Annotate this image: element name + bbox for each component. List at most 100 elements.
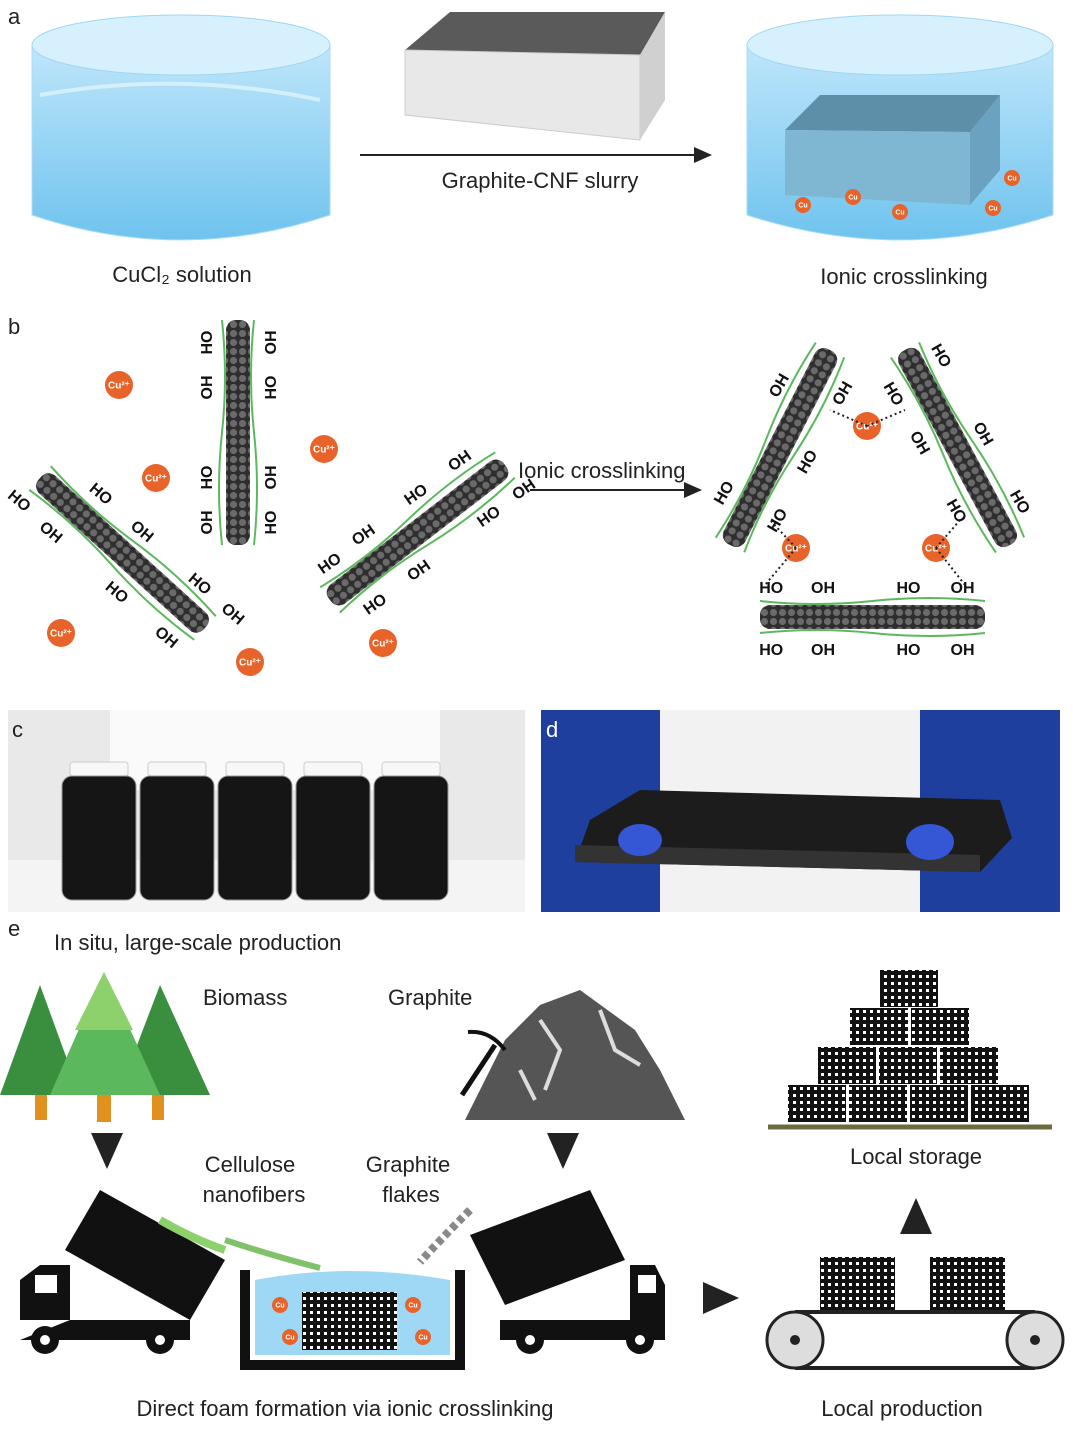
slurry-jar [139,761,215,901]
slurry-jar [61,761,137,901]
graphite-cnf-rod [714,342,846,553]
panel-label-a: a [8,4,21,29]
cu-ion: Cu [795,197,811,213]
cu-ion: Cu [282,1329,298,1345]
cu-ion: Cu [892,204,908,220]
ho-label: HO [897,580,921,597]
graphite-cnf-rod [890,342,1026,554]
foam-block [879,1047,937,1084]
cu-ion: Cu²⁺ [310,435,338,463]
ho-label: HO [263,511,280,535]
production-label: Local production [821,1396,982,1421]
cu-label: Cu²⁺ [50,628,72,639]
graphite-stream [417,1207,473,1265]
panel-label-d: d [546,717,558,742]
cu-label: Cu [408,1302,417,1309]
crosslinking-label: Ionic crosslinking [820,264,988,289]
truck-right-icon [470,1190,665,1354]
panel-label-c: c [12,717,23,742]
graphite-label: Graphite [388,985,472,1010]
oh-label: OH [811,642,835,659]
coordination-bond [769,519,797,549]
ho-label: HO [199,466,216,490]
oh-label: OH [766,371,793,400]
cu-ion: Cu²⁺ [369,629,397,657]
cu-label: Cu [1007,175,1016,182]
foam-block [910,1085,968,1122]
panel-e: In situ, large-scale production Biomass … [0,930,1065,1421]
foam-block [820,1257,895,1310]
cu-label: Cu [988,205,997,212]
ho-label: HO [402,481,431,509]
oh-label: OH [218,600,247,628]
truck-left-icon [20,1190,227,1354]
oh-label: OH [951,642,975,659]
ho-label: HO [765,506,792,535]
foam-block [911,1008,969,1045]
cu-ion: Cu [845,189,861,205]
cu-ion: Cu²⁺ [47,619,75,647]
photo-c-jars: c [8,710,525,912]
conveyor-icon [765,1257,1065,1370]
graphite-mountain-icon [459,990,685,1120]
cu-label: Cu [798,202,807,209]
cu-ion: Cu [272,1297,288,1313]
foam-block [850,1008,908,1045]
storage-pyramid [768,970,1052,1130]
cnf-label-1: Cellulose [205,1152,296,1177]
slurry-jar [373,761,449,901]
foam-block [930,1257,1005,1310]
formation-label: Direct foam formation via ionic crosslin… [137,1396,554,1421]
ho-label: HO [86,480,115,508]
foam-block [971,1085,1029,1122]
ho-label: HO [880,380,907,409]
cu-label: Cu²⁺ [239,657,261,668]
oh-label: OH [127,518,156,546]
coordination-bond [829,409,868,427]
ho-label: HO [759,580,783,597]
foam-block [818,1047,876,1084]
slurry-jar [295,761,371,901]
coordination-bond [866,409,906,427]
cu-label: Cu²⁺ [145,473,167,484]
cnf-label-2: nanofibers [203,1182,306,1207]
foam-block [788,1085,846,1122]
cu-label: Cu [418,1334,427,1341]
cu-ion: Cu²⁺ [105,371,133,399]
cu-label: Cu²⁺ [108,380,130,391]
pickaxe-icon [459,1043,498,1097]
cu-ion: Cu [985,200,1001,216]
panel-label-b: b [8,314,20,339]
ho-label: HO [897,642,921,659]
slurry-jar [217,761,293,901]
ho-label: HO [1006,488,1033,517]
crosslink-beaker [746,14,1054,241]
graphite-cnf-rod [759,597,986,637]
b-arrow-label: Ionic crosslinking [518,458,686,483]
cu-label: Cu [285,1334,294,1341]
ho-label: HO [759,642,783,659]
cu-ion: Cu²⁺ [142,464,170,492]
coordination-bond [935,519,961,549]
cu-label: Cu²⁺ [313,444,335,455]
oh-label: OH [199,376,216,400]
oh-label: OH [404,557,433,585]
cucl2-beaker [31,14,331,241]
cu-ion: Cu [415,1329,431,1345]
photo-d-foam: d [541,710,1060,912]
glove-left [618,824,662,856]
cu-label: Cu [895,209,904,216]
panel-label-e: e [8,916,20,941]
cu-label: Cu [848,194,857,201]
oh-label: OH [951,580,975,597]
cu-label: Cu [275,1302,284,1309]
panel-a: Graphite-CNF slurry CuCl₂ solution CuCuC… [31,12,1054,289]
ho-label: HO [711,478,738,507]
graphite-cnf-rod [218,319,258,546]
cu-label: Cu²⁺ [372,638,394,649]
ho-label: HO [263,376,280,400]
oh-label: OH [349,522,378,550]
foam-block [849,1085,907,1122]
flakes-label-2: flakes [382,1182,439,1207]
